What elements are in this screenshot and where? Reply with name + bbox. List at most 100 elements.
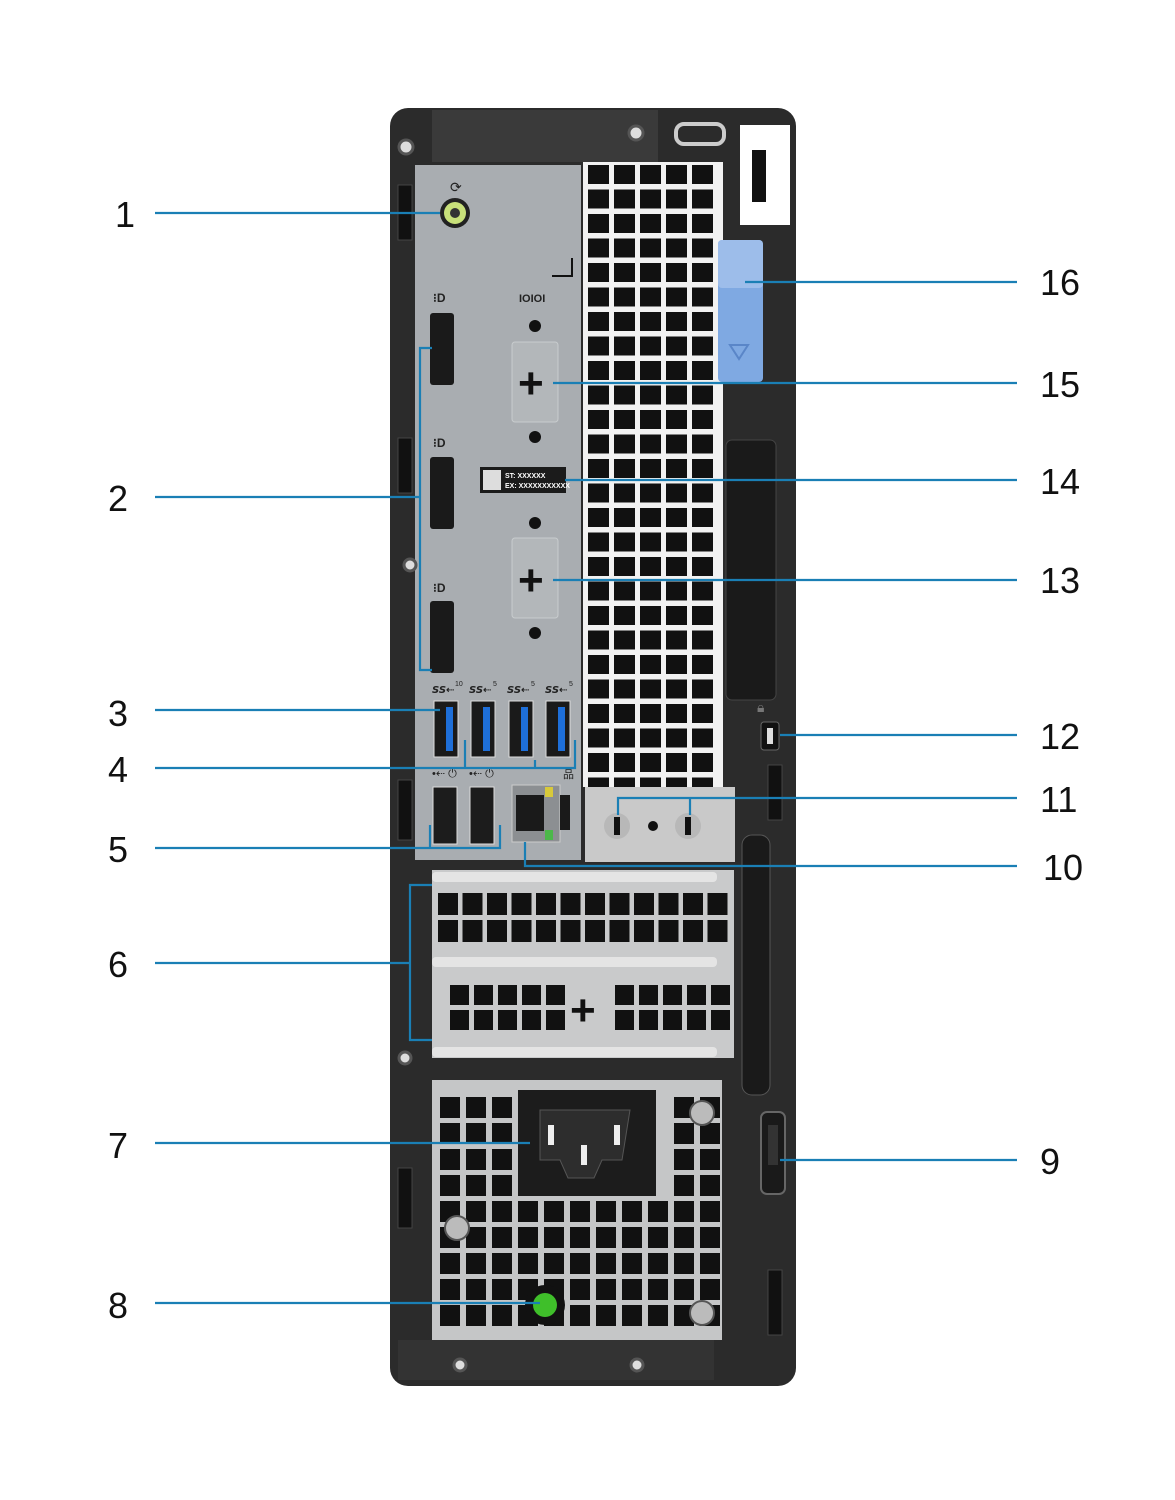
vent-hole [570, 1253, 590, 1274]
vent-hole [440, 1279, 460, 1300]
vent-hole [648, 1227, 668, 1248]
displayport-3[interactable] [430, 601, 454, 673]
security-cable-slot[interactable] [760, 721, 780, 751]
vent-hole [588, 483, 609, 503]
usb-port-5gbps[interactable] [545, 700, 571, 758]
screw [444, 1215, 470, 1241]
vent-hole [588, 361, 609, 380]
vent-grid [583, 162, 723, 797]
vent-hole [498, 1010, 517, 1030]
vent-hole [614, 655, 635, 674]
vent-hole [609, 893, 630, 915]
usb-speed-label: 5 [493, 681, 497, 688]
vent-hole [498, 985, 517, 1005]
padlock-ring[interactable] [760, 1111, 786, 1195]
vent-hole [640, 165, 661, 184]
usb-speed-label: 5 [531, 681, 535, 688]
vent-hole [466, 1305, 486, 1326]
vent-hole [614, 385, 635, 405]
vent-hole [640, 728, 661, 748]
screw [629, 1357, 645, 1373]
plus-icon: + [518, 359, 544, 408]
plus-icon: + [570, 986, 596, 1035]
vent-hole [622, 1227, 642, 1248]
screw [397, 1050, 413, 1066]
vent-hole [614, 459, 635, 478]
callout-line-2 [155, 346, 432, 672]
vent-hole [700, 1227, 720, 1248]
vent-hole [622, 1305, 642, 1326]
usb-port-5gbps[interactable] [470, 700, 496, 758]
bottom-panel [398, 1340, 714, 1380]
expansion-card-slots[interactable]: + [432, 870, 734, 1058]
screw [402, 557, 418, 573]
knockout-screw [529, 431, 541, 443]
vent-hole [692, 581, 713, 601]
vent-hole [614, 287, 635, 307]
vent-hole [666, 336, 687, 356]
displayport-2[interactable] [430, 457, 454, 529]
qr-code-icon [483, 470, 501, 490]
vent-hole [588, 238, 609, 258]
vent-hole [588, 189, 609, 209]
vent-hole [666, 361, 687, 380]
ethernet-port[interactable] [511, 784, 570, 843]
headset-icon: ⟳ [450, 179, 462, 195]
vent-hole [588, 606, 609, 625]
vent-hole [536, 920, 556, 942]
vent-hole [674, 1253, 694, 1274]
vent-hole [614, 165, 635, 184]
vent-hole [544, 1253, 564, 1274]
usb2-port-power-on[interactable] [469, 786, 495, 845]
vent-hole [492, 1305, 512, 1326]
vent-hole [518, 1253, 538, 1274]
power-connector-port[interactable] [518, 1090, 656, 1196]
vent-hole [440, 1097, 460, 1118]
vent-hole [639, 1010, 658, 1030]
vent-hole [492, 1227, 512, 1248]
vent-hole [666, 679, 687, 699]
vent-hole [588, 655, 609, 674]
vent-hole [640, 655, 661, 674]
vent-hole [466, 1149, 486, 1170]
vent-hole [683, 920, 703, 942]
vent-hole [700, 1279, 720, 1300]
side-panel-strip [725, 439, 777, 701]
vent-hole [585, 893, 605, 915]
vent-hole [585, 920, 605, 942]
usb2-port-power-on[interactable] [432, 786, 458, 845]
vent-hole [588, 679, 609, 699]
callout-line-11 [616, 796, 1017, 815]
vent-hole [474, 1010, 493, 1030]
displayport-1[interactable] [430, 313, 454, 385]
line-out-port[interactable] [675, 813, 701, 839]
vent-hole [640, 189, 661, 209]
vent-hole [663, 1010, 682, 1030]
vent-hole [648, 1305, 668, 1326]
vent-hole [666, 434, 687, 454]
vent-hole [492, 1279, 512, 1300]
vent-hole [666, 581, 687, 601]
usb-port-5gbps[interactable] [508, 700, 534, 758]
bezel-slot [397, 437, 413, 494]
vent-hole [560, 893, 581, 915]
vent-hole [666, 189, 687, 209]
release-latch[interactable] [718, 240, 763, 382]
callout-line-4 [155, 740, 577, 770]
vent-hole [614, 704, 635, 723]
vent-hole [588, 434, 609, 454]
screw [452, 1357, 468, 1373]
usb-speed-label: 10 [455, 681, 463, 688]
vent-hole [666, 238, 687, 258]
vent-hole [640, 459, 661, 478]
vent-hole [666, 287, 687, 307]
vent-hole [615, 985, 634, 1005]
optional-port-knockout-2[interactable] [511, 537, 559, 619]
vent-hole [666, 508, 687, 527]
line-out-port[interactable] [604, 813, 630, 839]
vent-hole [614, 581, 635, 601]
vent-hole [614, 630, 635, 650]
vent-hole [588, 165, 609, 184]
vent-hole [700, 1175, 720, 1196]
